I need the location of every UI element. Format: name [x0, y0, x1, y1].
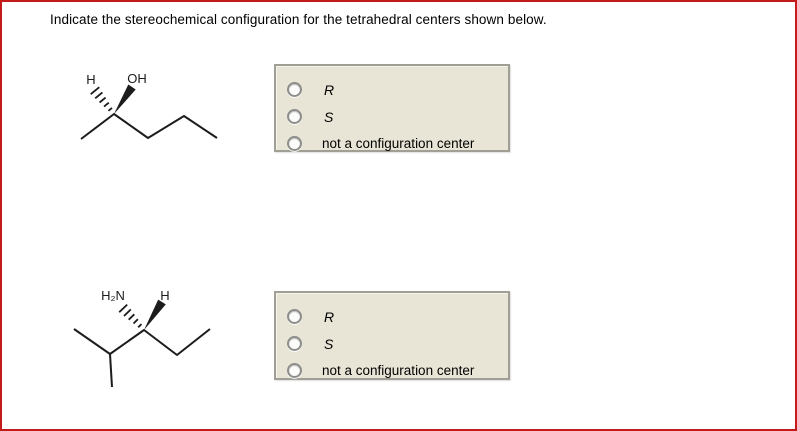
atom-label-h: H [86, 72, 95, 87]
option-row-r: R [287, 303, 508, 330]
hashed-wedge-bond-h2n [118, 303, 143, 328]
answer-box-molecule-1: R S not a configuration center [274, 64, 510, 152]
option-label-r[interactable]: R [324, 308, 335, 325]
question-prompt: Indicate the stereochemical configuratio… [50, 12, 547, 27]
radio-q2-r[interactable] [287, 309, 302, 324]
atom-label-h: H [160, 288, 169, 303]
solid-wedge-bond-h [144, 299, 166, 330]
radio-q1-s[interactable] [287, 109, 302, 124]
atom-label-oh: OH [127, 71, 147, 86]
option-label-s[interactable]: S [324, 108, 334, 125]
option-label-not-a-center[interactable]: not a configuration center [322, 363, 475, 378]
option-label-not-a-center[interactable]: not a configuration center [322, 136, 475, 151]
hashed-wedge-bond-h [90, 86, 113, 112]
molecule-2-skeleton [73, 328, 211, 388]
molecule-1-structure: H OH [80, 71, 218, 140]
option-row-r: R [287, 76, 508, 103]
radio-q2-s[interactable] [287, 336, 302, 351]
option-row-s: S [287, 330, 508, 357]
molecule-2-structure: H₂N H [73, 288, 211, 388]
option-row-not-a-center: not a configuration center [287, 130, 508, 157]
answer-box-molecule-2: R S not a configuration center [274, 291, 510, 380]
molecule-1-skeleton [80, 113, 218, 140]
atom-label-h2n: H₂N [101, 288, 125, 303]
radio-q1-r[interactable] [287, 82, 302, 97]
radio-q2-not-a-center[interactable] [287, 363, 302, 378]
option-label-r[interactable]: R [324, 81, 335, 98]
option-row-not-a-center: not a configuration center [287, 357, 508, 384]
solid-wedge-bond-oh [114, 84, 136, 114]
option-label-s[interactable]: S [324, 335, 334, 352]
radio-q1-not-a-center[interactable] [287, 136, 302, 151]
option-row-s: S [287, 103, 508, 130]
